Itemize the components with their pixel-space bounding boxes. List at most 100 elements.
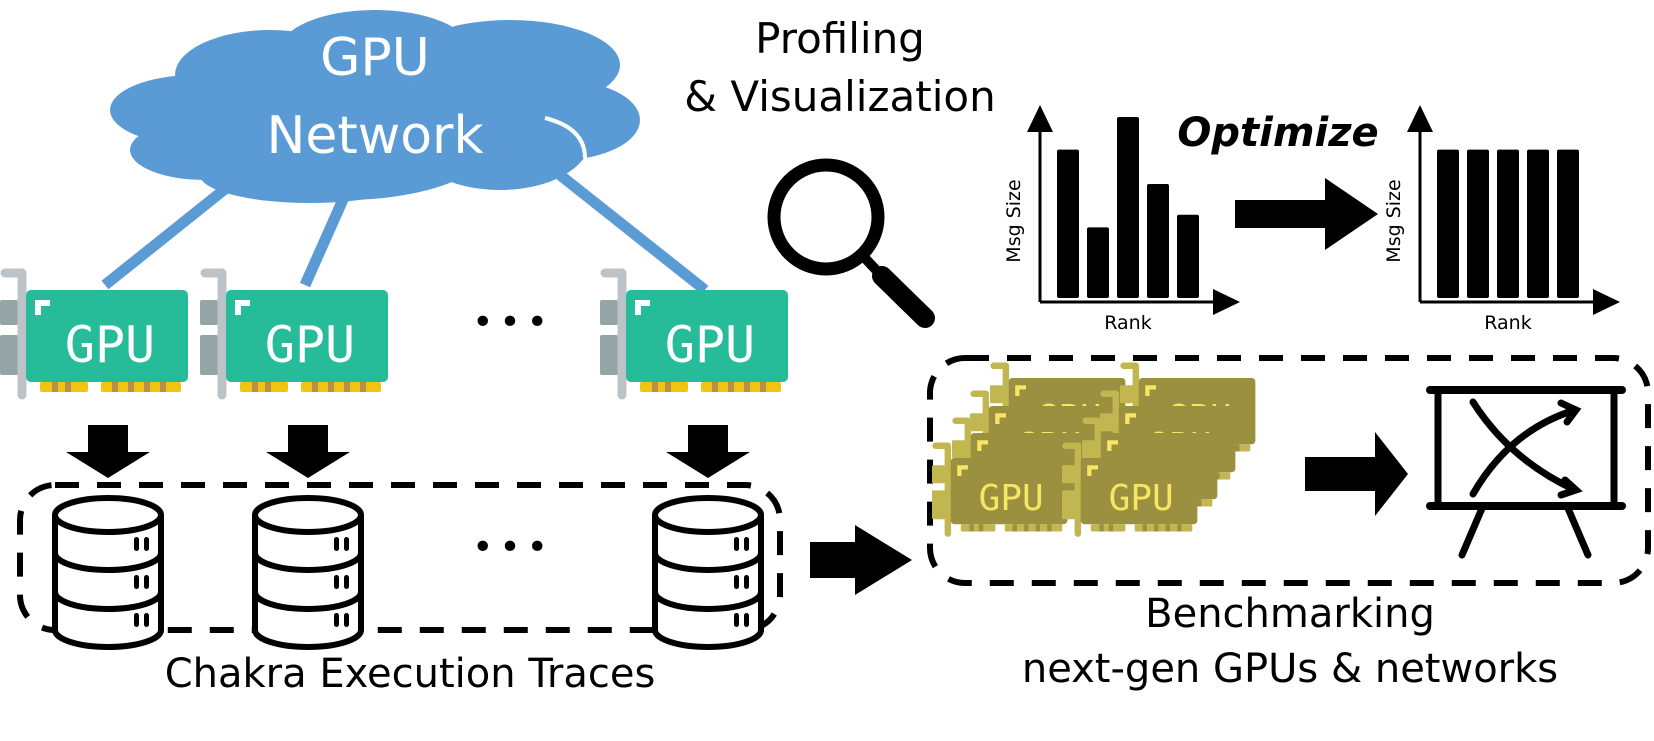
network-link-3 <box>556 170 709 295</box>
contact-pin <box>265 382 271 392</box>
db-led <box>734 537 739 551</box>
card-contacts <box>240 382 288 392</box>
contact-pin <box>360 382 366 392</box>
y-axis-arrowhead <box>1027 105 1053 132</box>
db-led <box>734 575 739 589</box>
card-port <box>1062 465 1075 484</box>
optimize-arrow-icon <box>1235 178 1378 250</box>
contact-pin <box>160 382 166 392</box>
arrow-to-results-icon <box>1305 432 1408 516</box>
db-led <box>344 575 349 589</box>
db-led <box>734 613 739 627</box>
card-label: GPU <box>1109 478 1174 519</box>
contact-pin <box>312 382 318 392</box>
card-port <box>952 440 965 459</box>
trace-databases <box>52 495 764 650</box>
bar-rank-3 <box>1497 149 1519 298</box>
presentation-board-icon <box>1426 386 1626 559</box>
benchmark-caption-line2: next-gen GPUs & networks <box>1021 646 1559 692</box>
contact-pin <box>128 382 134 392</box>
benchmark-dashed-box <box>927 355 1651 586</box>
card-port <box>600 335 618 375</box>
card-corner-mark <box>635 300 650 315</box>
contact-pin <box>1035 524 1040 532</box>
contact-pin <box>144 382 150 392</box>
contact-pin <box>978 524 984 532</box>
contact-pin <box>744 382 750 392</box>
contact-pin <box>760 382 766 392</box>
trace-ellipsis: ••• <box>472 527 554 568</box>
bar-rank-4 <box>1147 183 1169 298</box>
card-corner-mark <box>235 300 250 315</box>
db-led <box>134 575 139 589</box>
card-contacts <box>1090 524 1126 532</box>
contact-pin <box>1108 524 1114 532</box>
traces-dashed-box <box>17 482 783 633</box>
x-axis-label: Rank <box>1484 312 1531 334</box>
gpu-stack: GPUGPUGPUGPUGPUGPUGPUGPU <box>932 362 1256 537</box>
x-axis-arrowhead <box>1213 289 1240 315</box>
card-label: GPU <box>665 316 755 374</box>
contact-pin <box>712 382 718 392</box>
card-corner-mark <box>35 300 50 315</box>
contact-pin <box>1197 499 1202 507</box>
gpu-network-cloud <box>110 10 640 203</box>
db-top <box>52 495 164 535</box>
bar-rank-2 <box>1467 149 1489 298</box>
contact-pin <box>1047 524 1052 532</box>
card-board <box>1080 458 1198 525</box>
network-link-2 <box>299 192 351 288</box>
contact-pin <box>1235 444 1240 452</box>
card-corner-mark <box>977 440 988 451</box>
profiling-title-line1: Profiling <box>755 14 925 63</box>
down-arrow-icon <box>66 425 150 478</box>
card-board <box>950 458 1068 525</box>
contact-pin <box>652 382 658 392</box>
card-port <box>0 335 18 375</box>
card-board <box>626 290 788 382</box>
bar-rank-4 <box>1527 149 1549 298</box>
contact-pin <box>1024 524 1029 532</box>
card-bracket <box>0 268 27 400</box>
card-board <box>26 290 188 382</box>
contact-pin <box>52 382 58 392</box>
card-port <box>200 335 218 375</box>
db-tier-line <box>252 591 364 612</box>
cloud-label-line1: GPU <box>320 28 430 88</box>
db-led <box>144 613 149 627</box>
db-tier-line <box>652 591 764 612</box>
card-label: GPU <box>265 316 355 374</box>
down-arrow-icon <box>266 425 350 478</box>
db-led <box>134 537 139 551</box>
stacked-gpu-card: GPU <box>1062 442 1198 537</box>
x-axis-arrowhead <box>1593 289 1620 315</box>
contact-pin <box>969 524 974 532</box>
y-axis-label: Msg Size <box>1003 179 1025 262</box>
contact-pin <box>1177 524 1182 532</box>
db-led <box>334 613 339 627</box>
card-bracket <box>932 442 952 537</box>
database-icon <box>52 495 164 650</box>
db-tier-line <box>52 591 164 612</box>
network-link-1 <box>101 180 234 290</box>
down-arrow-icon <box>666 425 750 478</box>
db-tier-line <box>252 552 364 573</box>
bar-rank-1 <box>1057 149 1079 298</box>
cloud-puff <box>200 147 420 203</box>
card-port <box>1100 413 1113 432</box>
bar-rank-5 <box>1557 149 1579 298</box>
card-port <box>932 490 945 520</box>
cloud-label-line2: Network <box>266 106 484 166</box>
bar-rank-5 <box>1177 214 1199 298</box>
database-icon <box>252 495 364 650</box>
card-corner-mark <box>1015 385 1026 396</box>
card-port <box>990 385 1003 404</box>
card-corner-mark <box>1087 465 1098 476</box>
y-axis-arrowhead <box>1407 105 1433 132</box>
bar-rank-2 <box>1087 227 1109 298</box>
arrow-to-benchmark-icon <box>810 525 912 595</box>
card-corner-mark <box>957 465 968 476</box>
db-led <box>744 575 749 589</box>
